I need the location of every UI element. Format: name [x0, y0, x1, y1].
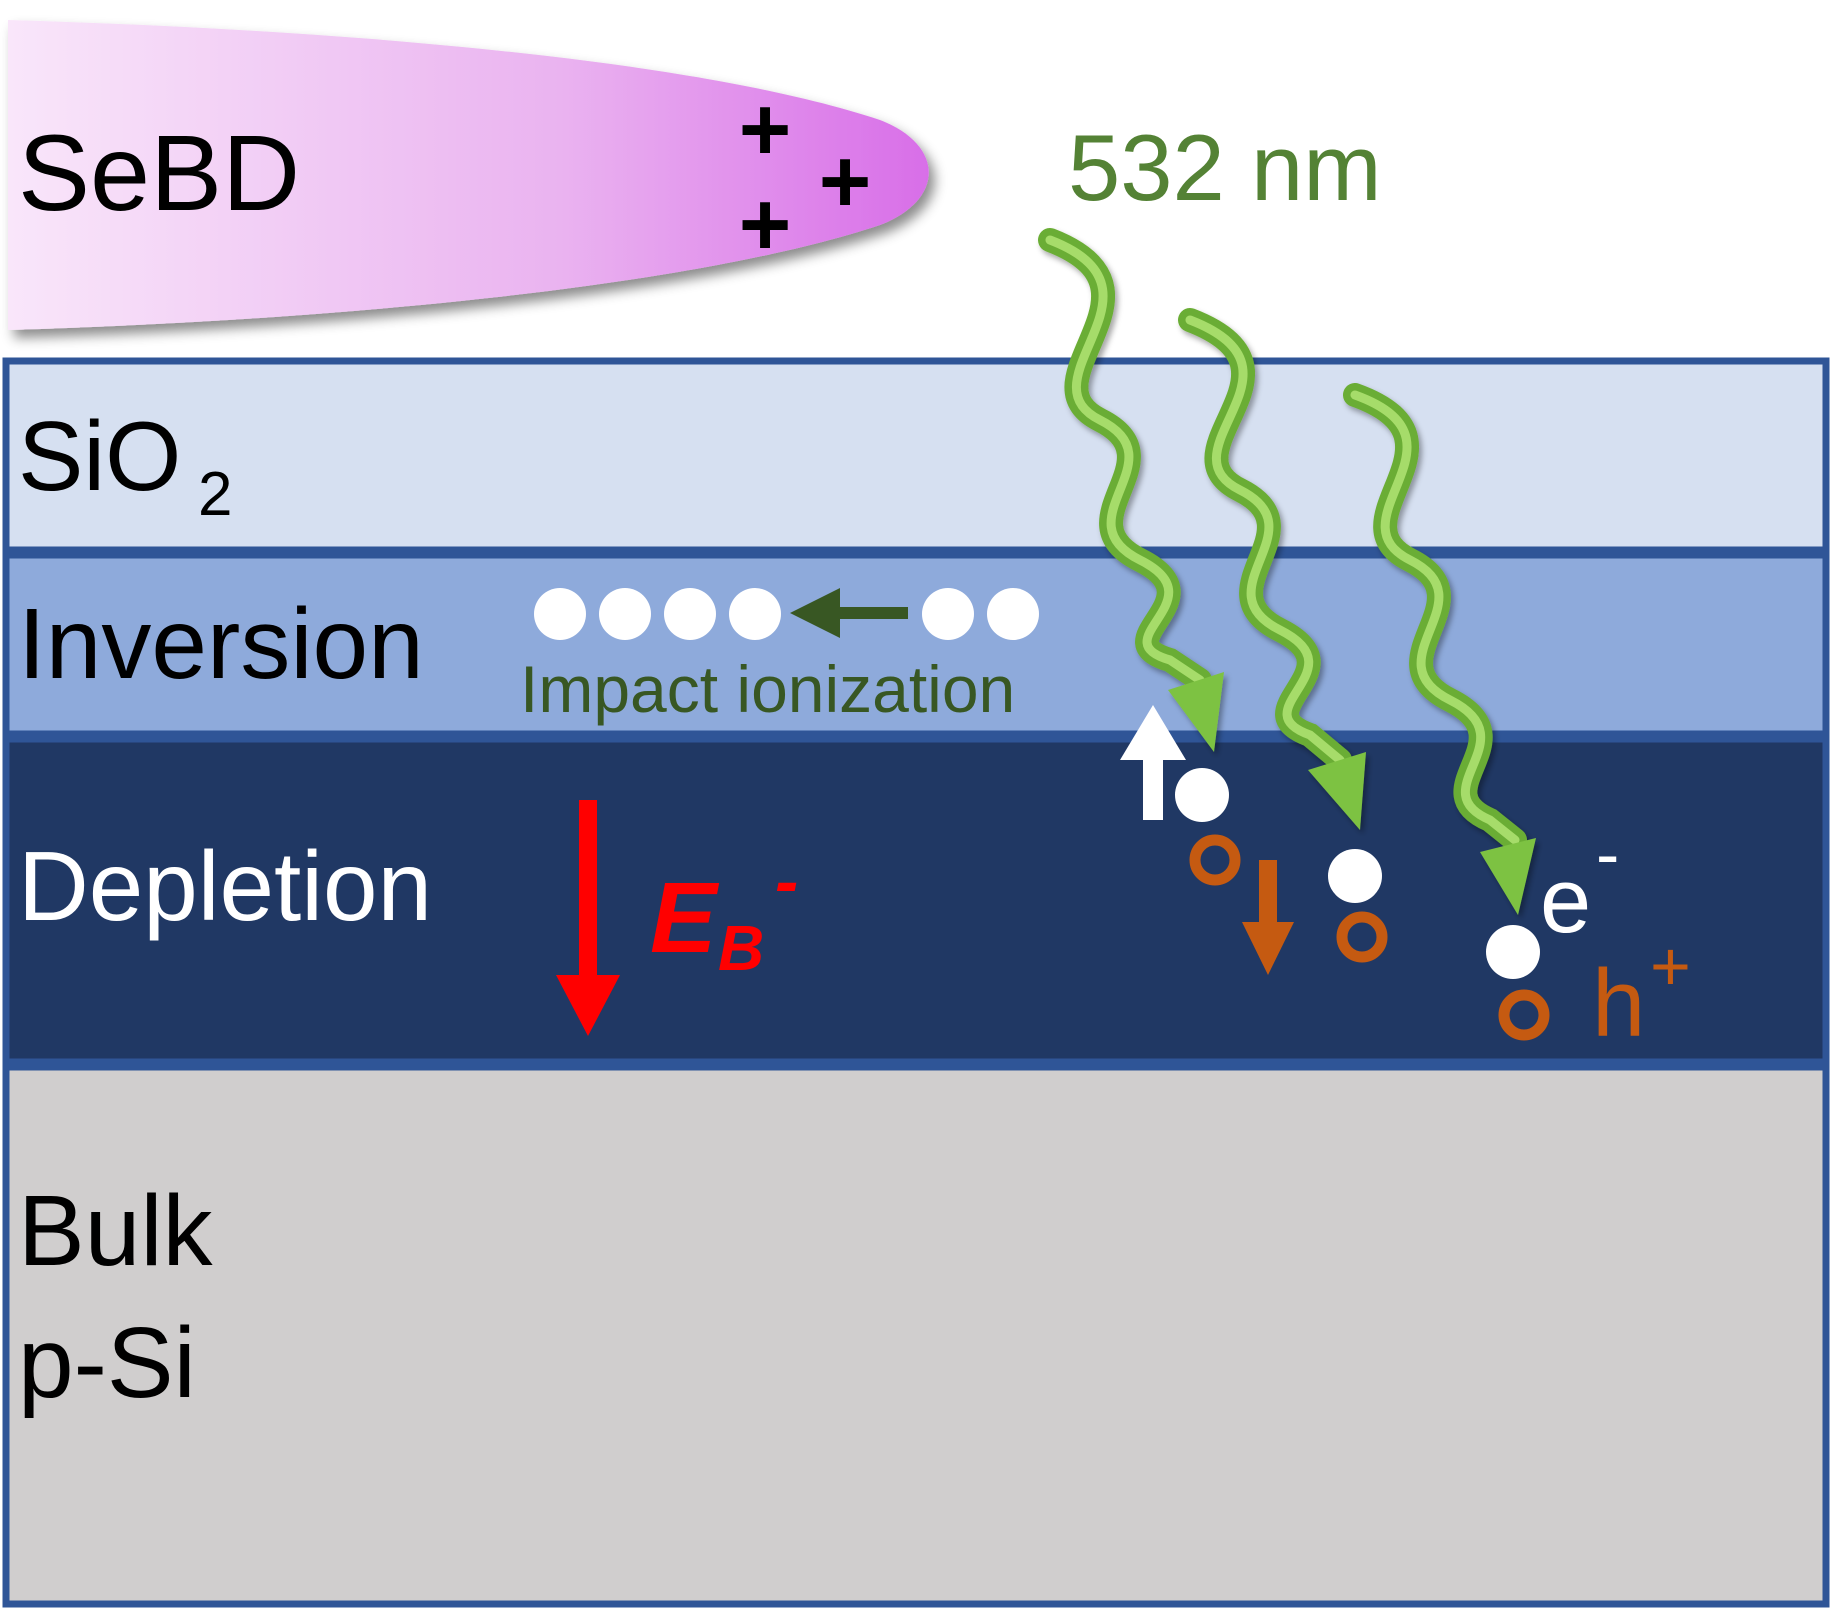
layer-inversion [2, 551, 1830, 738]
oxide-label: SiO 2 [18, 401, 232, 529]
depletion-label: Depletion [18, 831, 432, 941]
up-arrow-icon [1120, 705, 1186, 820]
oxide-label-main: SiO [18, 401, 181, 511]
electron-label-superscript: - [1596, 815, 1619, 893]
photon-arrows [1038, 228, 1536, 915]
electron [534, 588, 586, 640]
positive-charge: + [819, 132, 872, 232]
photon-arrow [1343, 383, 1536, 915]
bulk-label-material: p-Si [18, 1307, 196, 1419]
layer-stack [2, 357, 1830, 1608]
impact-ionization-label: Impact ionization [520, 652, 1015, 726]
hole-label-superscript: + [1650, 927, 1691, 1005]
oxide-label-subscript: 2 [198, 460, 232, 529]
electron [987, 588, 1039, 640]
left-arrow-icon [790, 588, 908, 638]
field-label-subscript: B [718, 912, 764, 984]
field-label-superscript: - [775, 842, 798, 920]
positive-charge: + [739, 175, 792, 275]
wavelength-label: 532 nm [1068, 115, 1382, 220]
hole-label: h [1592, 950, 1645, 1057]
bulk-label: Bulk [18, 1175, 214, 1287]
field-arrow-icon [556, 800, 620, 1036]
electron [1175, 768, 1229, 822]
photon-arrow [1178, 308, 1366, 830]
layer-bulk [2, 1063, 1830, 1608]
electron [1486, 925, 1540, 979]
hole [1336, 911, 1388, 963]
electron-label: e [1540, 850, 1591, 952]
inversion-label: Inversion [18, 588, 424, 700]
tip-label: SeBD [18, 112, 300, 233]
carriers [1120, 705, 1550, 1041]
electron [729, 588, 781, 640]
layer-oxide [2, 357, 1830, 554]
down-arrow-icon [1242, 860, 1294, 975]
field-label: E [650, 862, 720, 974]
electron [599, 588, 651, 640]
photon-arrow [1038, 228, 1224, 752]
electron [1328, 849, 1382, 903]
layer-depletion [2, 735, 1830, 1066]
positive-charge: + [739, 80, 792, 180]
electron [664, 588, 716, 640]
inversion-electrons [534, 588, 1039, 640]
tip-shape [8, 20, 929, 330]
hole [1498, 989, 1550, 1041]
hole [1189, 834, 1241, 886]
sebd-tip: SeBD + + + [8, 20, 929, 330]
electron [922, 588, 974, 640]
